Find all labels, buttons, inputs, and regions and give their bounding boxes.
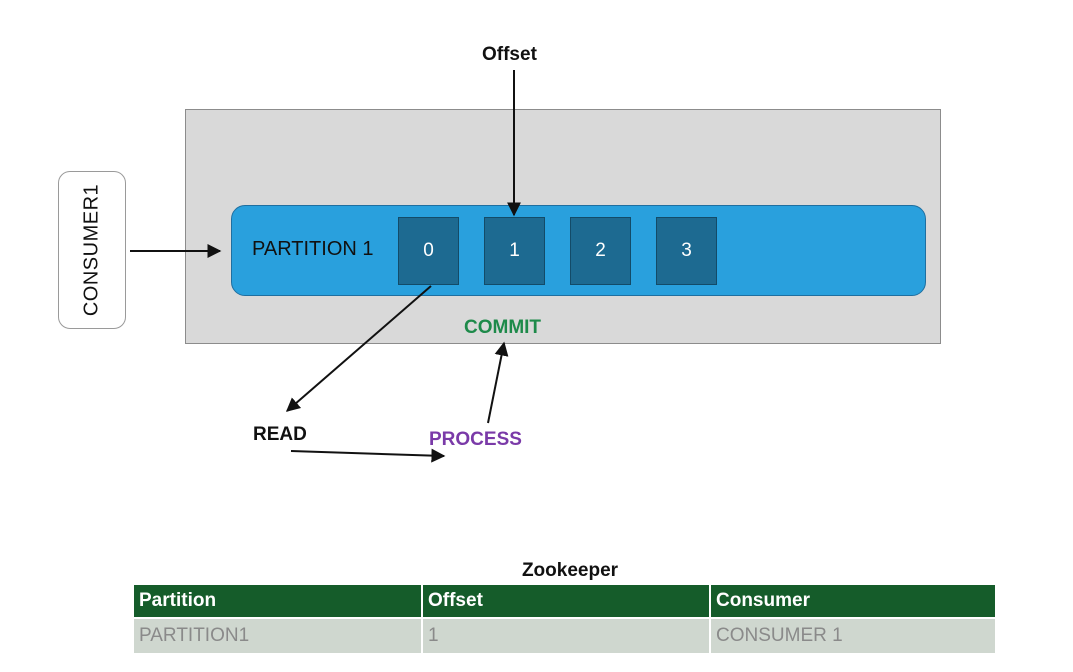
offset-cell-2: 2 [570,217,631,285]
cell-partition: PARTITION1 [134,617,423,653]
process-to-commit-arrow [487,341,509,424]
cell-consumer: CONSUMER 1 [710,617,995,653]
offset-cell-3: 3 [656,217,717,285]
offset-label: Offset [482,44,537,65]
offset-cell-0: 0 [398,217,459,285]
cell-offset: 1 [422,617,711,653]
read-label: READ [253,424,307,445]
consumer-label: CONSUMER1 [80,183,103,317]
header-offset: Offset [422,585,711,618]
zookeeper-title: Zookeeper [521,560,619,581]
offset-cell-1: 1 [484,217,545,285]
header-consumer: Consumer [710,585,995,618]
table-row: PARTITION1 1 CONSUMER 1 [134,617,995,653]
read-to-process-arrow [290,448,446,463]
header-partition: Partition [134,585,423,618]
partition-label: PARTITION 1 [252,238,374,260]
process-label: PROCESS [429,429,522,450]
consumer-box [58,171,126,329]
zookeeper-table: Partition Offset Consumer PARTITION1 1 C… [134,585,995,653]
table-header-row: Partition Offset Consumer [134,585,995,618]
commit-label: COMMIT [464,317,542,338]
